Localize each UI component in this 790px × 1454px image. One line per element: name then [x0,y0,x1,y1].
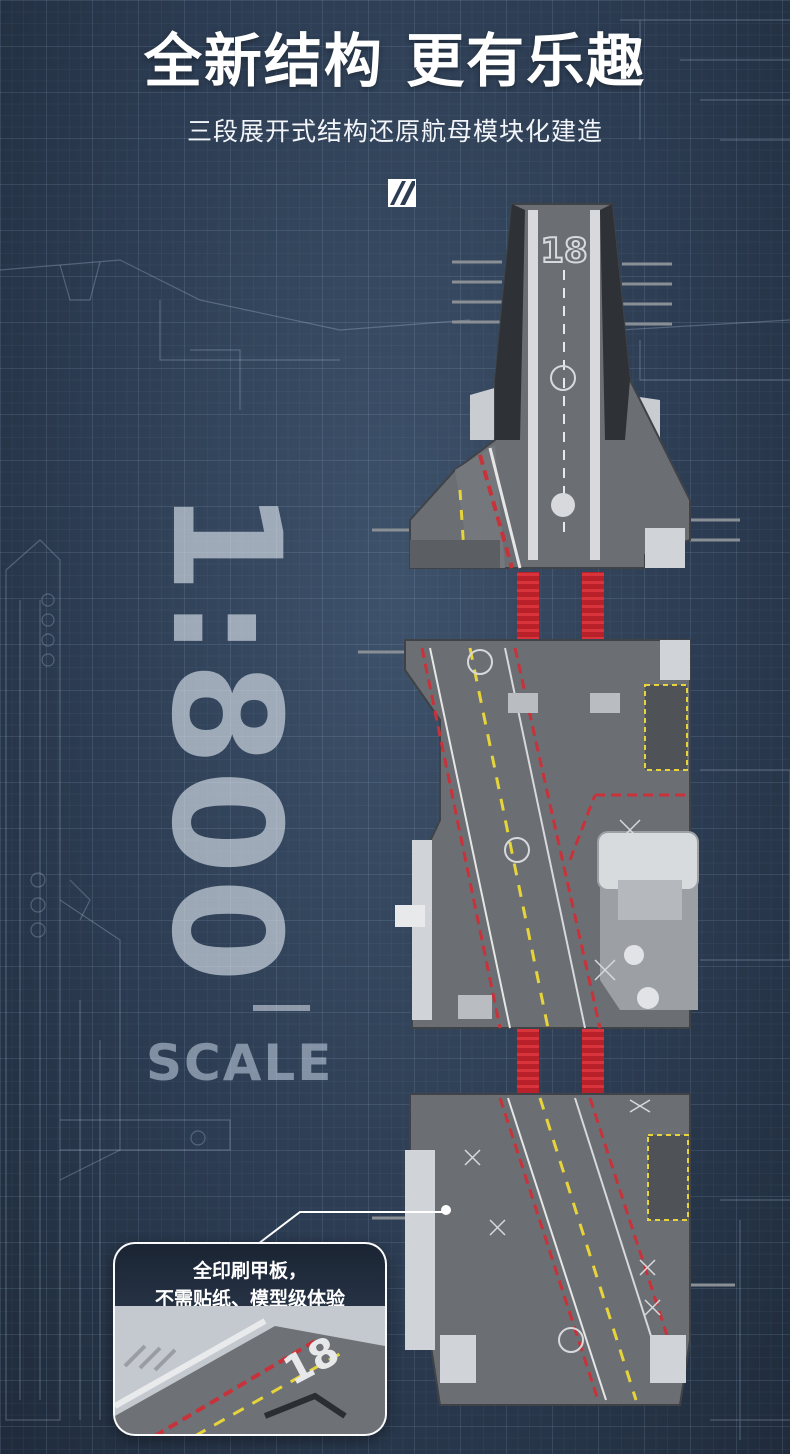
scale-ratio-graphic: 1:800 [140,489,310,1011]
deck-section-bow: 18 [372,203,740,569]
printed-deck-callout: 全印刷甲板， 不需贴纸、模型级体验 18 [113,1242,387,1436]
callout-deck-closeup: 18 [115,1306,385,1434]
deck-section-stern [372,1093,735,1406]
scale-word: SCALE [146,1034,334,1092]
subheadline: 三段展开式结构还原航母模块化建造 [186,117,603,146]
deck-section-midship [358,639,699,1029]
section-connectors [517,572,604,1094]
headline: 全新结构 更有乐趣 [143,27,647,95]
callout-header [115,1244,385,1312]
scale-ratio-text: 1:800 [140,489,310,986]
deck-hull-number: 18 [540,231,587,271]
brand-logo-icon [388,179,416,207]
callout-text-line2: 不需贴纸、模型级体验 [154,1288,345,1310]
callout-text-line1: 全印刷甲板， [192,1260,307,1282]
